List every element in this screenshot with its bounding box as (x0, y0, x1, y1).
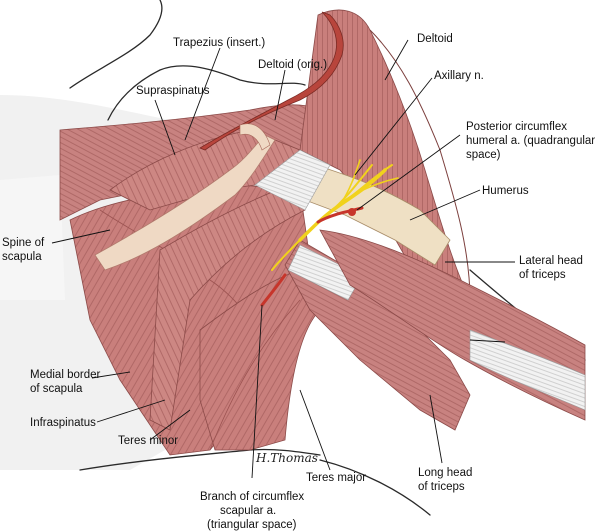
label-posterior-circumflex-2: humeral a. (quadrangular (466, 135, 595, 147)
label-axillary-nerve: Axillary n. (434, 70, 484, 82)
label-branch-1: Branch of circumflex (200, 491, 304, 503)
label-supraspinatus: Supraspinatus (136, 85, 210, 97)
triceps-tendon (469, 329, 586, 411)
lower-outline (319, 459, 431, 516)
label-long-head-1: Long head (418, 467, 472, 479)
label-trapezius: Trapezius (insert.) (173, 37, 265, 49)
teres-minor-tendon (254, 149, 331, 211)
circumflex-scapular-branch (260, 273, 287, 307)
label-posterior-circumflex-1: Posterior circumflex (466, 121, 567, 133)
label-posterior-circumflex-3: space) (466, 149, 501, 161)
lateral-head-triceps (319, 229, 586, 421)
label-branch-3: (triangular space) (207, 519, 297, 531)
label-spine-2: scapula (2, 251, 42, 263)
label-deltoid: Deltoid (417, 33, 453, 45)
axillary-nerve (271, 159, 399, 271)
label-teres-major: Teres major (306, 472, 366, 484)
label-long-head-2: of triceps (418, 481, 465, 493)
label-lateral-head-2: of triceps (519, 269, 566, 281)
label-lateral-head-1: Lateral head (519, 255, 583, 267)
label-infraspinatus: Infraspinatus (30, 417, 96, 429)
label-spine-1: Spine of (2, 237, 45, 249)
neck-outline (69, 0, 163, 89)
neck-outline-2 (107, 65, 306, 121)
label-branch-2: scapular a. (220, 505, 276, 517)
label-medial-border-2: of scapula (30, 383, 83, 395)
leader-lines (51, 39, 515, 479)
artist-signature: H.Thomas (255, 451, 318, 465)
scapular-spine (94, 134, 276, 271)
label-deltoid-origin: Deltoid (orig.) (258, 59, 327, 71)
teres-minor-muscle (149, 149, 331, 431)
label-humerus: Humerus (482, 185, 529, 197)
label-teres-minor: Teres minor (118, 435, 178, 447)
label-medial-border-1: Medial border (30, 369, 100, 381)
back-outline (79, 448, 321, 471)
